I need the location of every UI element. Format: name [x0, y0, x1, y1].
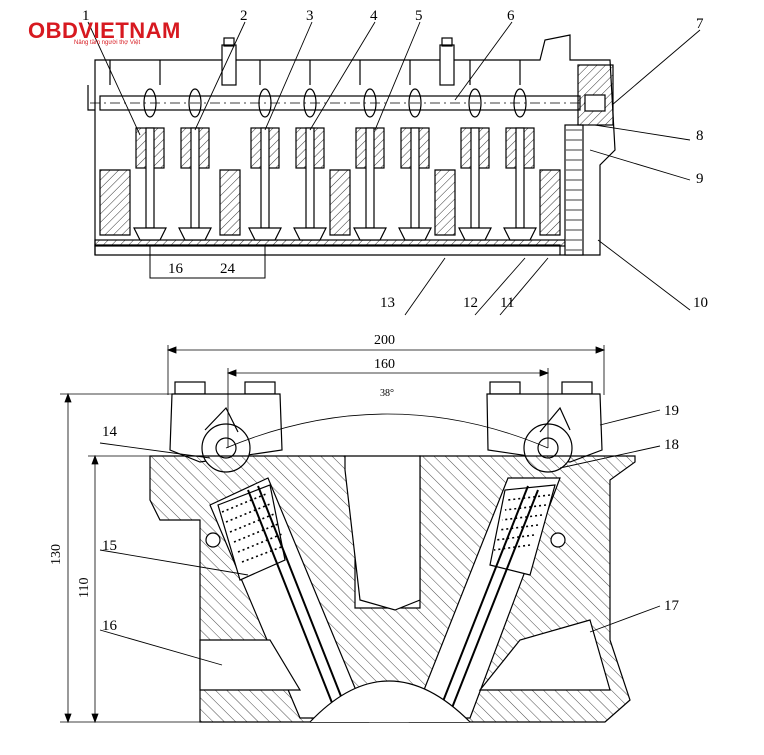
callout-2: 2 — [240, 8, 248, 24]
callout-7: 7 — [696, 16, 704, 32]
callout-16-top: 16 — [168, 261, 184, 277]
callout-24: 24 — [220, 261, 236, 277]
callout-6: 6 — [507, 8, 515, 24]
callout-10: 10 — [693, 295, 708, 311]
section-callout-labels: 14 15 16 17 18 19 — [102, 403, 680, 634]
callout-16: 16 — [102, 618, 118, 634]
valve-assemblies — [133, 127, 537, 241]
dimension-lines — [60, 345, 606, 724]
dimension-labels: 200 160 38° 130 110 — [49, 333, 395, 598]
brand-tagline: Nâng tầm người thợ Việt — [74, 40, 141, 46]
cross-section — [149, 381, 636, 723]
callout-8: 8 — [696, 128, 704, 144]
brand-logo-text: OBDVIETNAM — [28, 18, 181, 43]
dim-angle: 38° — [380, 388, 394, 399]
brand-logo: OBDVIETNAM Nâng tầm người thợ Việt — [28, 18, 198, 54]
callout-15: 15 — [102, 538, 117, 554]
callout-4: 4 — [370, 8, 378, 24]
left-valve-spring — [217, 484, 286, 581]
longitudinal-section — [87, 34, 616, 279]
cam-lobes — [143, 88, 527, 118]
dim-160: 160 — [374, 357, 395, 372]
callout-9: 9 — [696, 171, 704, 187]
callout-17: 17 — [664, 598, 680, 614]
callout-12: 12 — [463, 295, 478, 311]
dim-130: 130 — [49, 544, 64, 565]
top-callout-leaders — [87, 21, 701, 316]
section-callout-leaders — [99, 409, 661, 666]
callout-18: 18 — [664, 437, 679, 453]
dim-200: 200 — [374, 333, 395, 348]
dim-110: 110 — [77, 578, 92, 598]
callout-3: 3 — [306, 8, 314, 24]
callout-14: 14 — [102, 424, 118, 440]
callout-5: 5 — [415, 8, 423, 24]
callout-11: 11 — [500, 295, 514, 311]
callout-1: 1 — [82, 8, 90, 24]
callout-19: 19 — [664, 403, 679, 419]
top-callout-labels: 1 2 3 4 5 6 7 8 9 10 11 12 13 16 24 — [82, 8, 708, 311]
callout-13: 13 — [380, 295, 395, 311]
